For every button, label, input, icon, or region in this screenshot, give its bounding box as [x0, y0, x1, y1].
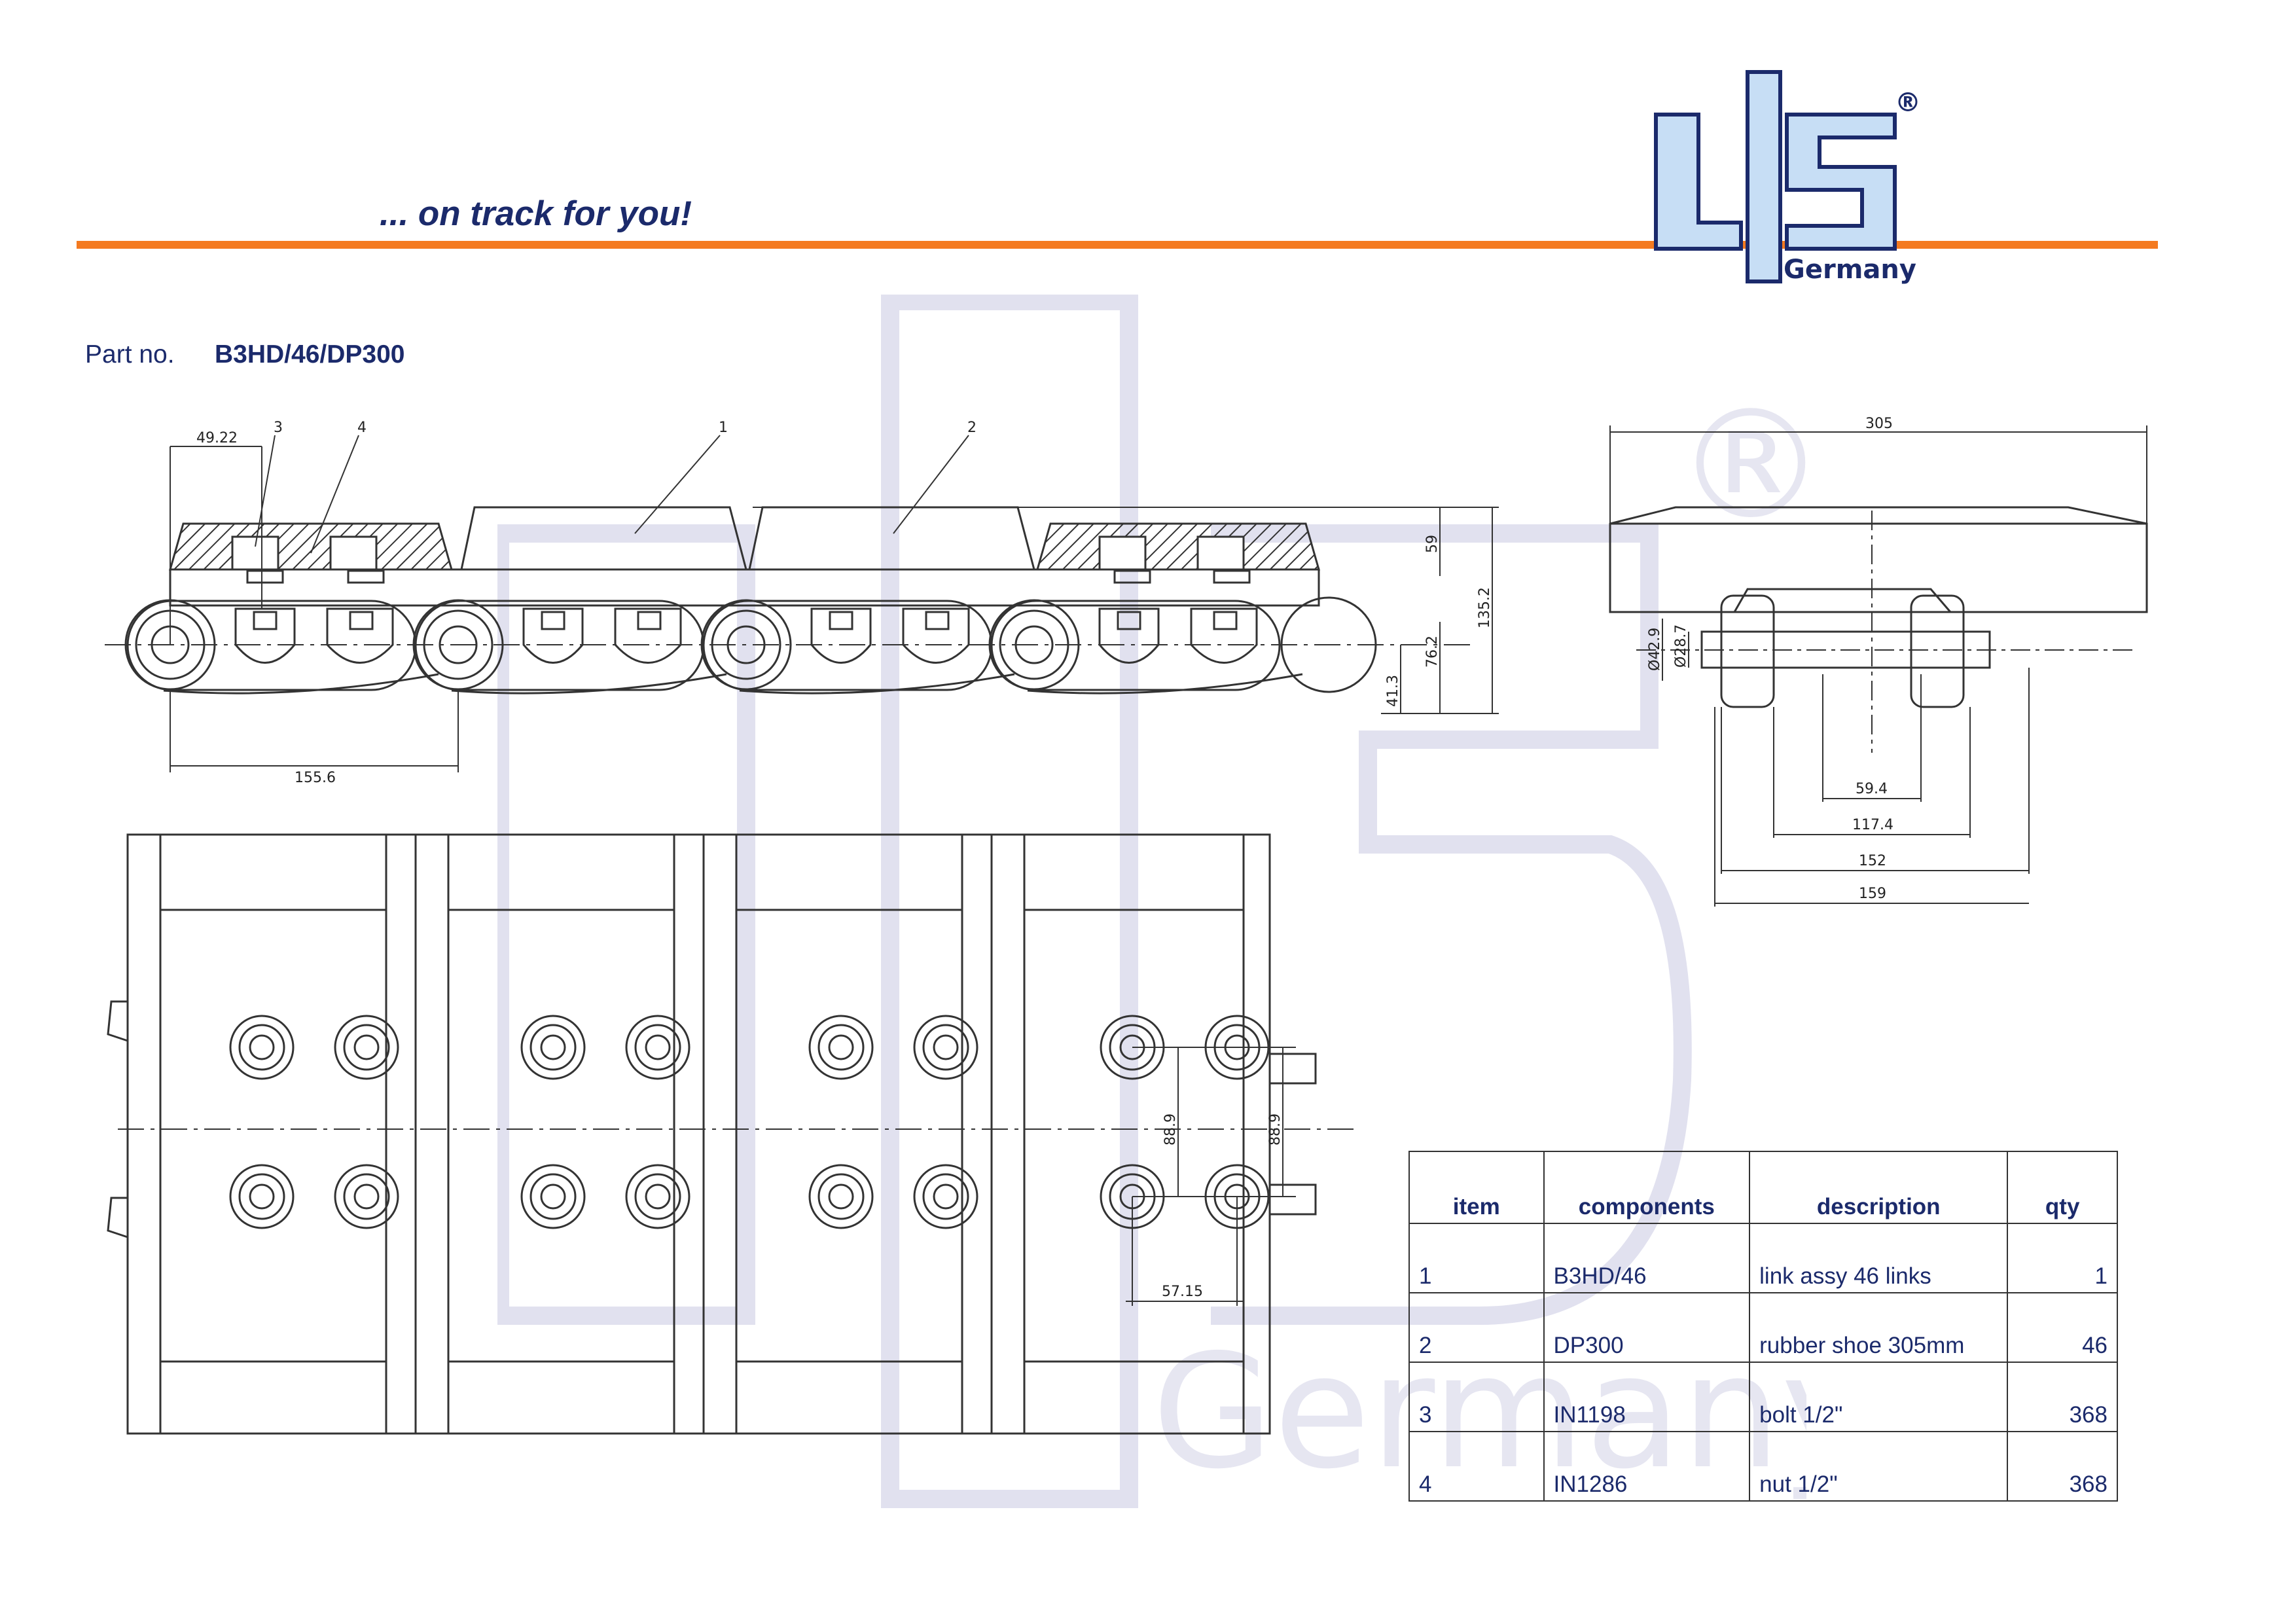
dim-76-2: 76.2: [1424, 636, 1441, 668]
pin-ends: [107, 1000, 1317, 1238]
table-row: 3 IN1198 bolt 1/2" 368: [1408, 1362, 2118, 1432]
header-description: description: [1749, 1151, 2009, 1224]
table-row: 1 B3HD/46 link assy 46 links 1: [1408, 1223, 2118, 1293]
callout-2: 2: [967, 420, 977, 436]
logo-letter-s: [1785, 113, 1897, 251]
dim-135-2: 135.2: [1477, 587, 1493, 628]
cell-component: IN1286: [1543, 1431, 1751, 1502]
dim-41-3: 41.3: [1385, 675, 1401, 707]
side-dimension-lines: [170, 435, 1499, 772]
chain-links: [126, 600, 1303, 695]
dim-152: 152: [1859, 853, 1886, 869]
cell-description: bolt 1/2": [1749, 1362, 2009, 1432]
table-row: 4 IN1286 nut 1/2" 368: [1408, 1431, 2118, 1502]
tagline: ... on track for you!: [380, 194, 692, 233]
lis-logo: ® Germany: [1654, 70, 1921, 285]
cell-description: nut 1/2": [1749, 1431, 2009, 1502]
dim-49-22: 49.22: [196, 430, 238, 446]
logo-letter-i: [1746, 70, 1782, 283]
dim-305: 305: [1865, 416, 1893, 432]
end-dimension-lines: [1609, 425, 2147, 907]
cell-item: 1: [1408, 1223, 1545, 1293]
cell-component: IN1198: [1543, 1362, 1751, 1432]
cell-qty: 368: [2007, 1362, 2118, 1432]
cell-item: 4: [1408, 1431, 1545, 1502]
rubber-shoes: [169, 506, 1320, 607]
cell-item: 2: [1408, 1292, 1545, 1363]
table-row: 2 DP300 rubber shoe 305mm 46: [1408, 1292, 2118, 1363]
bill-of-materials-table: item components description qty 1 B3HD/4…: [1408, 1151, 2118, 1502]
dim-59-4: 59.4: [1856, 781, 1888, 797]
logo-registered-mark: ®: [1895, 88, 1921, 118]
cell-qty: 46: [2007, 1292, 2118, 1363]
cell-component: DP300: [1543, 1292, 1751, 1363]
cell-description: rubber shoe 305mm: [1749, 1292, 2009, 1363]
cell-qty: 368: [2007, 1431, 2118, 1502]
dim-dia-28-7: Ø28.7: [1673, 624, 1689, 668]
plan-dimension-lines: [1126, 1047, 1296, 1306]
dim-117-4: 117.4: [1852, 817, 1893, 833]
dim-59: 59: [1424, 535, 1441, 553]
logo-letter-l: [1654, 113, 1743, 251]
shoe-outlines: [126, 833, 1271, 1435]
dim-dia-42-9: Ø42.9: [1647, 628, 1663, 671]
cell-description: link assy 46 links: [1749, 1223, 2009, 1293]
cell-item: 3: [1408, 1362, 1545, 1432]
link-plate-left: [1720, 594, 1775, 708]
header-rule: [77, 241, 2158, 249]
bolt-pockets: [234, 607, 1258, 664]
table-header-row: item components description qty: [1408, 1151, 2118, 1224]
dim-88-9-left: 88.9: [1162, 1113, 1179, 1146]
dim-88-9-right: 88.9: [1267, 1113, 1283, 1146]
callout-4: 4: [357, 420, 367, 436]
logo-country: Germany: [1784, 255, 1916, 285]
header-item: item: [1408, 1151, 1545, 1224]
link-plate-right: [1910, 594, 1965, 708]
dim-159: 159: [1859, 886, 1886, 902]
callout-3: 3: [274, 420, 283, 436]
dim-57-15: 57.15: [1162, 1284, 1203, 1300]
dim-155-6: 155.6: [295, 770, 336, 785]
side-view-drawing: 49.22 155.6 59 76.2 41.3 135.2 3 4 1 2: [105, 420, 1499, 785]
part-number-value: B3HD/46/DP300: [215, 340, 405, 369]
header-components: components: [1543, 1151, 1751, 1224]
callout-1: 1: [719, 420, 728, 436]
pin-bushings: [124, 596, 1377, 693]
plan-view-drawing: 88.9 88.9 57.15: [107, 833, 1355, 1435]
end-view-drawing: 305 Ø42.9 Ø28.7 59.4 117.4 152 159: [1609, 416, 2148, 907]
cell-qty: 1: [2007, 1223, 2118, 1293]
part-number-label: Part no.: [85, 340, 175, 369]
cell-component: B3HD/46: [1543, 1223, 1751, 1293]
header-qty: qty: [2007, 1151, 2118, 1224]
